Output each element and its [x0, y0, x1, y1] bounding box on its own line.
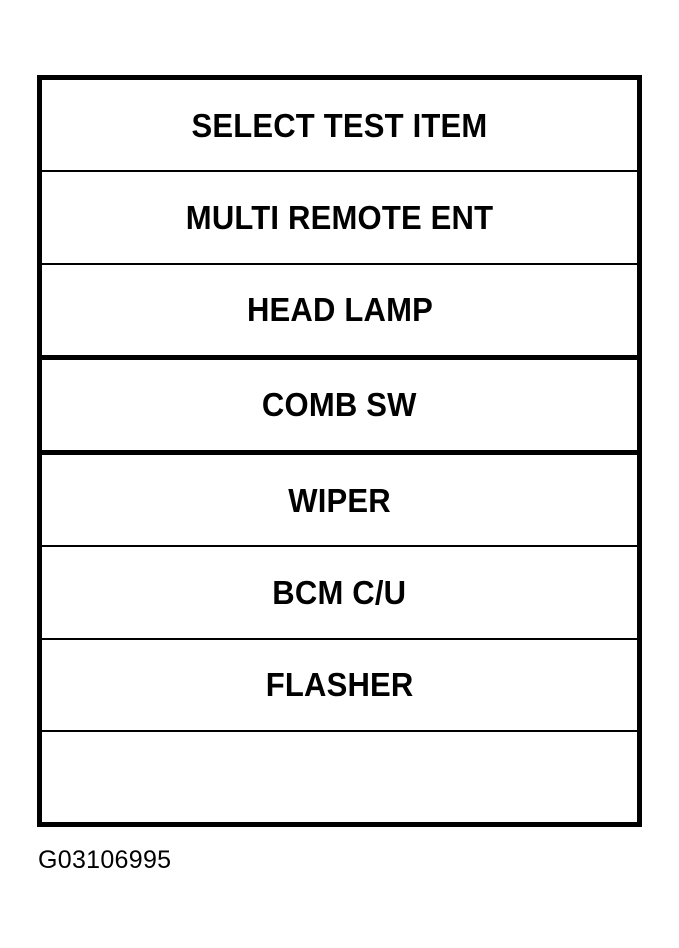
menu-header-row: SELECT TEST ITEM: [42, 80, 637, 173]
menu-item-label: WIPER: [288, 481, 391, 519]
menu-item-bcm-cu[interactable]: BCM C/U: [42, 547, 637, 640]
menu-item-blank: [42, 731, 637, 822]
menu-item-label: COMB SW: [262, 386, 417, 424]
menu-item-label: BCM C/U: [272, 573, 407, 611]
menu-item-label: HEAD LAMP: [246, 291, 433, 329]
menu-item-label: MULTI REMOTE ENT: [185, 198, 494, 236]
menu-item-label: FLASHER: [265, 666, 414, 704]
test-item-menu-list: SELECT TEST ITEM MULTI REMOTE ENT HEAD L…: [42, 80, 637, 822]
menu-item-flasher[interactable]: FLASHER: [42, 639, 637, 732]
figure-caption: G03106995: [38, 846, 172, 874]
menu-item-wiper[interactable]: WIPER: [42, 455, 637, 548]
menu-item-comb-sw[interactable]: COMB SW: [42, 359, 637, 455]
menu-item-head-lamp[interactable]: HEAD LAMP: [42, 264, 637, 360]
scan-tool-menu-frame: SELECT TEST ITEM MULTI REMOTE ENT HEAD L…: [37, 75, 642, 827]
menu-item-multi-remote-ent[interactable]: MULTI REMOTE ENT: [42, 172, 637, 265]
menu-title-label: SELECT TEST ITEM: [191, 106, 488, 144]
